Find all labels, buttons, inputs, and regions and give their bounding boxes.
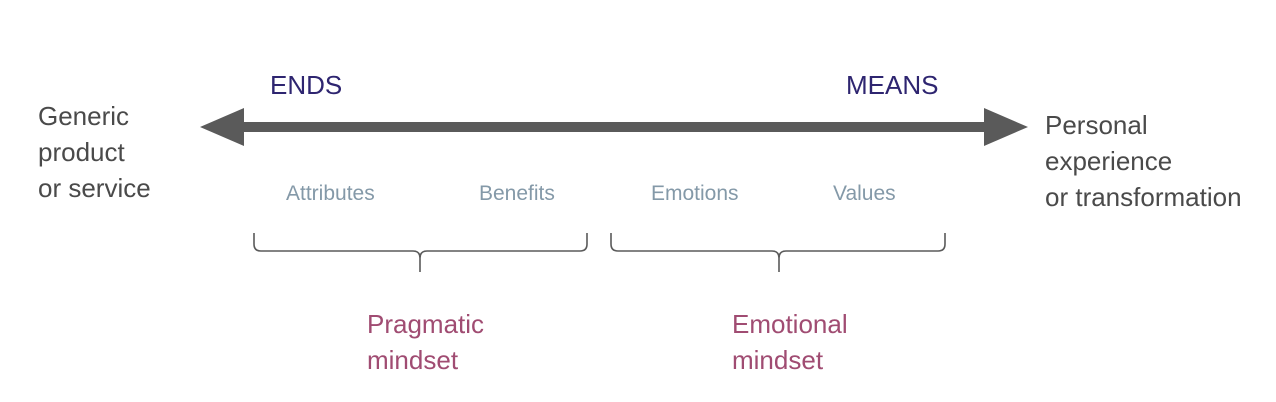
left-end-label: Generic product or service — [38, 98, 151, 206]
emotional-mindset-label: Emotional mindset — [732, 306, 848, 378]
mindset-line: mindset — [367, 345, 459, 375]
pragmatic-mindset-label: Pragmatic mindset — [367, 306, 484, 378]
arrow-head-left — [200, 108, 244, 146]
left-end-line: or service — [38, 173, 151, 203]
right-end-line: or transformation — [1045, 182, 1242, 212]
bracket-pragmatic — [253, 233, 588, 272]
right-end-line: experience — [1045, 146, 1173, 176]
stage-values: Values — [833, 182, 896, 205]
stage-benefits: Benefits — [479, 182, 555, 205]
bracket-emotional — [610, 233, 946, 272]
mindset-line: mindset — [732, 345, 824, 375]
means-heading: MEANS — [846, 70, 939, 100]
stage-emotions: Emotions — [651, 182, 739, 205]
right-end-label: Personal experience or transformation — [1045, 107, 1242, 215]
right-end-line: Personal — [1045, 110, 1148, 140]
ends-heading: ENDS — [270, 70, 343, 100]
mindset-line: Emotional — [732, 309, 848, 339]
left-end-line: product — [38, 137, 125, 167]
mindset-line: Pragmatic — [367, 309, 485, 339]
arrow-head-right — [984, 108, 1028, 146]
left-end-line: Generic — [38, 101, 130, 131]
double-arrow — [200, 108, 1028, 146]
stage-attributes: Attributes — [286, 182, 375, 205]
